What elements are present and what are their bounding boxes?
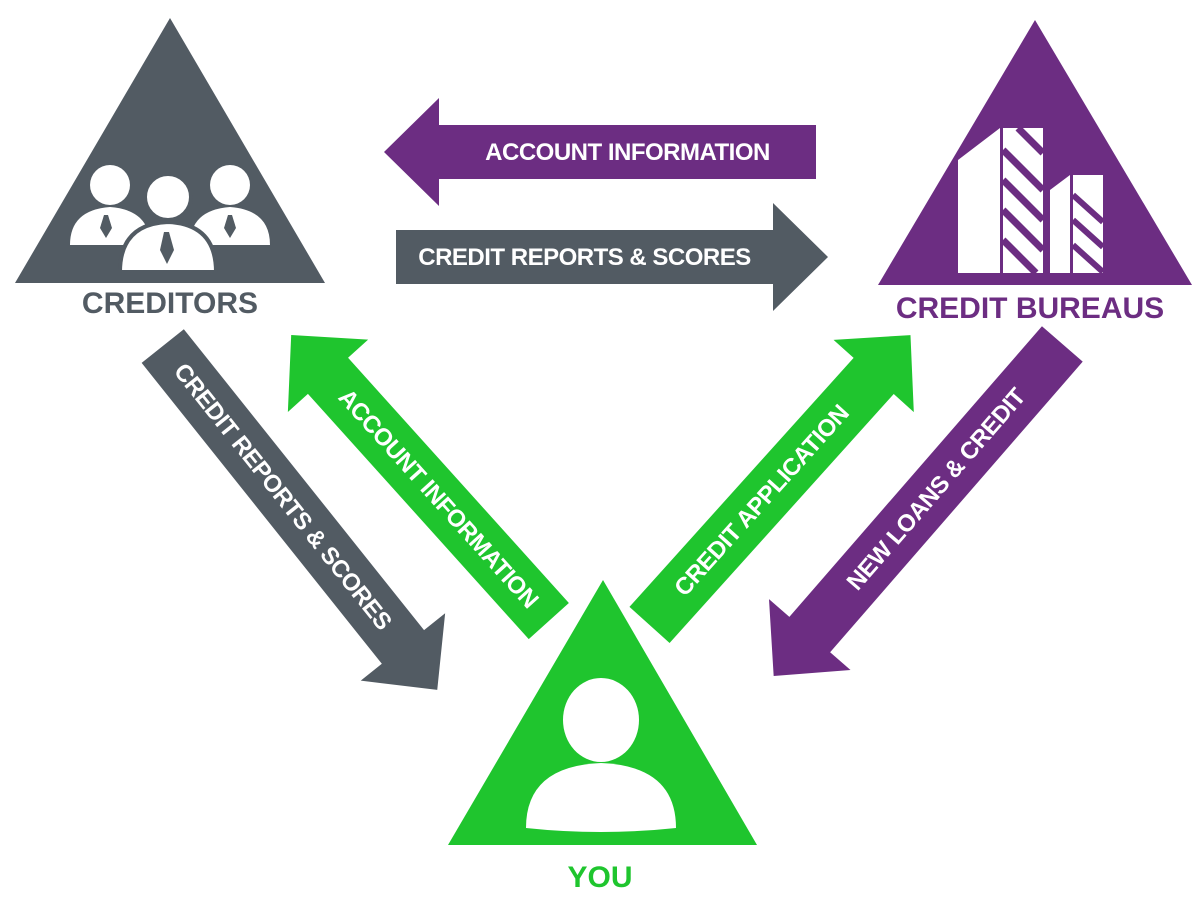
creditors-node: CREDITORS — [15, 18, 325, 320]
arrow-account-information-to-creditors: ACCOUNT INFORMATION — [384, 98, 816, 206]
buildings-icon — [958, 125, 1106, 276]
arrow-shape — [287, 334, 569, 640]
arrow-shape — [629, 335, 914, 643]
arrow-label: CREDIT APPLICATION — [669, 400, 854, 602]
arrow-label: CREDIT REPORTS & SCORES — [418, 244, 751, 271]
arrow-shape — [396, 203, 828, 311]
bureaus-label: CREDIT BUREAUS — [896, 292, 1164, 325]
arrow-shape — [768, 326, 1083, 677]
person-icon — [526, 678, 676, 832]
arrow-shape — [141, 329, 446, 690]
arrow-shape — [384, 98, 816, 206]
people-group-icon — [70, 165, 270, 274]
arrow-label: ACCOUNT INFORMATION — [485, 139, 770, 166]
arrow-credit-reports-to-bureaus: CREDIT REPORTS & SCORES — [396, 203, 828, 311]
arrow-credit-application: CREDIT APPLICATION — [629, 335, 914, 643]
bureaus-node: CREDIT BUREAUS — [878, 20, 1192, 325]
you-label: YOU — [567, 861, 632, 894]
you-node: YOU — [448, 580, 757, 894]
creditors-label: CREDITORS — [82, 287, 258, 320]
